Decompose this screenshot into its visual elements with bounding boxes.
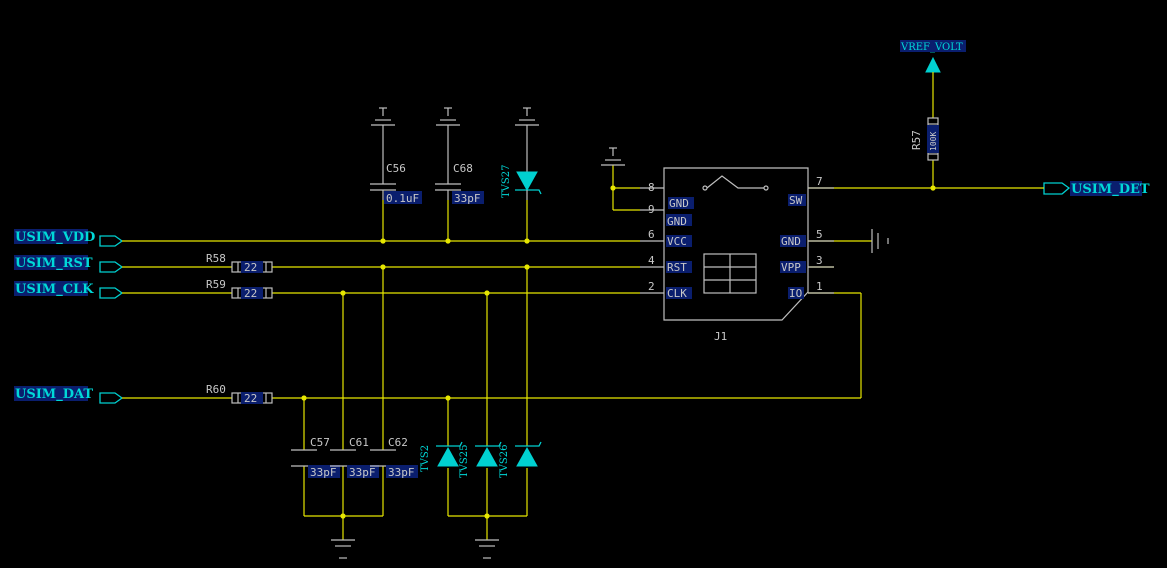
- pin-3-name: VPP: [781, 261, 801, 274]
- c62-value: 33pF: [388, 466, 415, 479]
- resistor-r59[interactable]: R59 22: [206, 278, 273, 300]
- pin-5-num: 5: [816, 228, 823, 241]
- port-usim-dat[interactable]: USIM_DAT: [14, 386, 124, 404]
- tvs-diode-tvs26[interactable]: TVS26: [499, 441, 542, 478]
- pin-7-name: SW: [789, 194, 803, 207]
- power-vref-volt[interactable]: VREF_VOLT: [900, 40, 966, 73]
- net-label-usim-dat: USIM_DAT: [15, 387, 93, 402]
- pin-1-num: 1: [816, 280, 823, 293]
- capacitor-c62[interactable]: C62 33pF: [370, 436, 418, 479]
- pin-5-name: GND: [781, 235, 801, 248]
- pin-3-num: 3: [816, 254, 823, 267]
- pin-9-name: GND: [667, 215, 687, 228]
- pin-4-name: RST: [667, 261, 687, 274]
- net-label-vref-volt: VREF_VOLT: [900, 42, 963, 53]
- c57-value: 33pF: [310, 466, 337, 479]
- c68-value: 33pF: [454, 192, 481, 205]
- r60-value: 22: [244, 392, 257, 405]
- pin-2-name: CLK: [667, 287, 687, 300]
- pin-8-num: 8: [648, 181, 655, 194]
- port-usim-clk[interactable]: USIM_CLK: [14, 281, 124, 299]
- wires: [122, 72, 1044, 540]
- gnd-symbols-top: [371, 107, 625, 166]
- r59-value: 22: [244, 287, 257, 300]
- tvs27-ref: TVS27: [501, 165, 512, 198]
- pin-7-num: 7: [816, 175, 823, 188]
- net-label-usim-vdd: USIM_VDD: [15, 230, 95, 245]
- net-label-usim-clk: USIM_CLK: [15, 282, 94, 297]
- pin-8-name: GND: [669, 197, 689, 210]
- resistor-r58[interactable]: R58 22: [206, 252, 273, 274]
- capacitor-c68[interactable]: C68 33pF: [435, 125, 484, 205]
- capacitor-c56[interactable]: C56 0.1uF: [370, 125, 422, 205]
- tvs-diode-tvs2[interactable]: TVS2: [420, 441, 463, 472]
- c57-ref: C57: [310, 436, 330, 449]
- c61-ref: C61: [349, 436, 369, 449]
- pin-9-num: 9: [648, 203, 655, 216]
- r57-ref: R57: [910, 130, 923, 150]
- r57-value: 100K: [929, 132, 938, 151]
- net-label-usim-det: USIM_DET: [1071, 182, 1150, 197]
- pin-6-num: 6: [648, 228, 655, 241]
- capacitor-c61[interactable]: C61 33pF: [330, 436, 379, 479]
- connector-j1[interactable]: 8 GND 9 GND 6 VCC 4 RST 2 CLK 7 SW 5 GND…: [640, 167, 834, 343]
- gnd-symbol-pin5: [871, 229, 889, 253]
- c56-value: 0.1uF: [386, 192, 419, 205]
- tvs2-ref: TVS2: [420, 445, 431, 472]
- resistor-r60[interactable]: R60 22: [206, 383, 273, 405]
- c56-ref: C56: [386, 162, 406, 175]
- c62-ref: C62: [388, 436, 408, 449]
- gnd-symbols-bottom: [331, 539, 499, 559]
- resistor-r57[interactable]: 100K R57: [910, 117, 939, 161]
- tvs-diode-tvs27[interactable]: TVS27: [501, 125, 542, 200]
- capacitor-c57[interactable]: C57 33pF: [291, 436, 340, 479]
- r60-ref: R60: [206, 383, 226, 396]
- pin-6-name: VCC: [667, 235, 687, 248]
- port-usim-vdd[interactable]: USIM_VDD: [14, 229, 124, 247]
- pin-2-num: 2: [648, 280, 655, 293]
- tvs25-ref: TVS25: [459, 445, 470, 478]
- j1-ref: J1: [714, 330, 727, 343]
- pin-4-num: 4: [648, 254, 655, 267]
- net-label-usim-rst: USIM_RST: [15, 256, 93, 271]
- c68-ref: C68: [453, 162, 473, 175]
- c61-value: 33pF: [349, 466, 376, 479]
- tvs26-ref: TVS26: [499, 445, 510, 478]
- port-usim-det[interactable]: USIM_DET: [1043, 181, 1150, 197]
- junction-dots: [301, 185, 936, 519]
- r58-ref: R58: [206, 252, 226, 265]
- r59-ref: R59: [206, 278, 226, 291]
- port-usim-rst[interactable]: USIM_RST: [14, 255, 124, 273]
- pin-1-name: IO: [789, 287, 802, 300]
- tvs-diode-tvs25[interactable]: TVS25: [459, 441, 502, 478]
- r58-value: 22: [244, 261, 257, 274]
